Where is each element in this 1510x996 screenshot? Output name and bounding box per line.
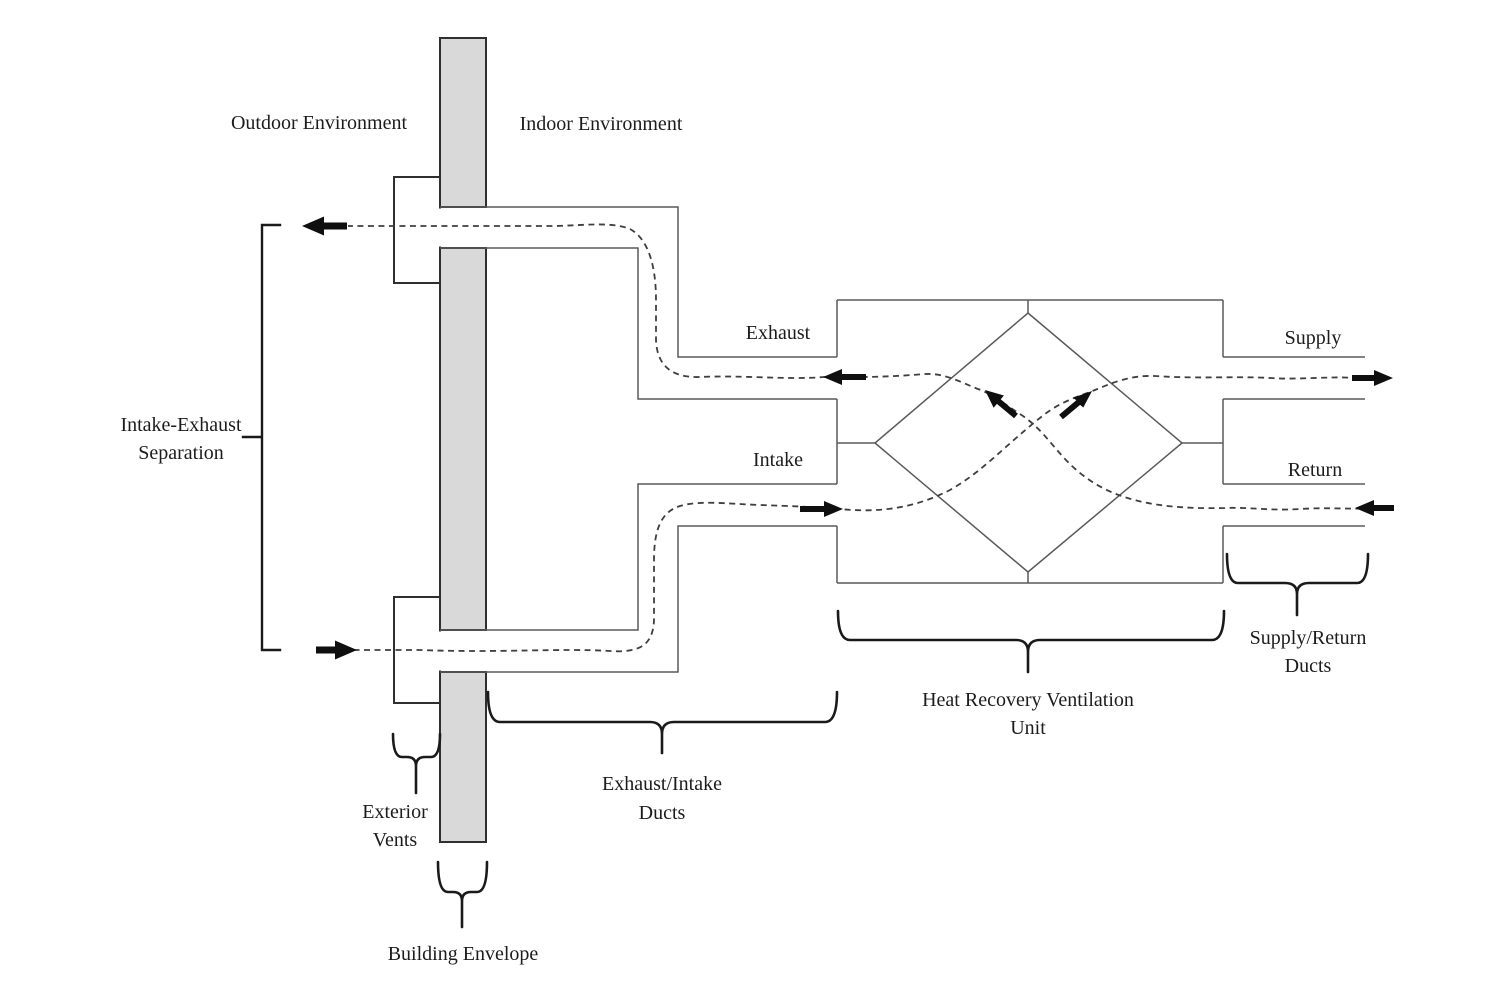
return-duct-outline (1223, 483, 1365, 527)
exhaust-intake-ducts-brace (486, 690, 839, 755)
building-envelope-brace (436, 860, 489, 929)
building-envelope-wall (439, 37, 487, 843)
exterior-vents-label: Exterior Vents (362, 801, 428, 851)
supply-port-label: Supply (1285, 327, 1342, 349)
exterior-vent-upper (393, 176, 441, 284)
svg-text:Separation: Separation (138, 442, 224, 464)
exterior-vents-brace (391, 732, 442, 795)
supply-return-ducts-label: Supply/Return Ducts (1250, 627, 1367, 677)
svg-text:Intake-Exhaust: Intake-Exhaust (120, 414, 242, 436)
intake-duct-outline (440, 483, 837, 673)
hrv-unit-box (836, 299, 1224, 584)
exhaust-flow-dashed-line (348, 223, 1394, 511)
outdoor-environment-label: Outdoor Environment (231, 112, 408, 134)
heat-exchanger-core-diamond (837, 300, 1223, 583)
wall-segment-middle (439, 247, 487, 631)
svg-text:Vents: Vents (373, 829, 418, 851)
svg-text:Ducts: Ducts (1285, 655, 1332, 677)
return-port-label: Return (1288, 459, 1342, 481)
heat-transfer-arrow-up-right (1059, 391, 1092, 420)
wall-segment-top (439, 37, 487, 208)
exhaust-duct-outline (440, 206, 837, 400)
supply-duct-outline (1223, 356, 1365, 400)
svg-text:Heat Recovery Ventilation: Heat Recovery Ventilation (922, 689, 1134, 711)
exhaust-port-label: Exhaust (746, 322, 811, 344)
intake-inlet-arrow (316, 640, 357, 660)
exhaust-outlet-arrow (302, 216, 347, 236)
hrv-unit-label: Heat Recovery Ventilation Unit (922, 689, 1134, 739)
svg-text:Exhaust/Intake: Exhaust/Intake (602, 773, 722, 795)
hrv-unit-brace (836, 609, 1226, 674)
indoor-environment-label: Indoor Environment (520, 113, 683, 135)
supply-return-ducts-brace (1225, 552, 1370, 617)
intake-port-arrow (800, 501, 843, 517)
exhaust-port-arrow (823, 369, 866, 385)
exhaust-intake-ducts-label: Exhaust/Intake Ducts (602, 773, 722, 824)
intake-port-label: Intake (753, 449, 803, 471)
svg-text:Exterior: Exterior (362, 801, 428, 823)
heat-transfer-arrow-up-left (985, 390, 1018, 419)
building-envelope-label: Building Envelope (388, 943, 539, 965)
supply-outlet-arrow (1352, 370, 1393, 386)
separation-bracket (241, 223, 282, 652)
return-inlet-arrow (1355, 500, 1394, 516)
intake-flow-dashed-line (322, 375, 1356, 653)
svg-text:Unit: Unit (1010, 717, 1046, 739)
svg-text:Ducts: Ducts (639, 802, 686, 824)
svg-text:Supply/Return: Supply/Return (1250, 627, 1367, 649)
exhaust-wall-opening (437, 208, 489, 247)
intake-exhaust-separation-label: Intake-Exhaust Separation (120, 414, 242, 464)
wall-segment-bottom (439, 671, 487, 843)
